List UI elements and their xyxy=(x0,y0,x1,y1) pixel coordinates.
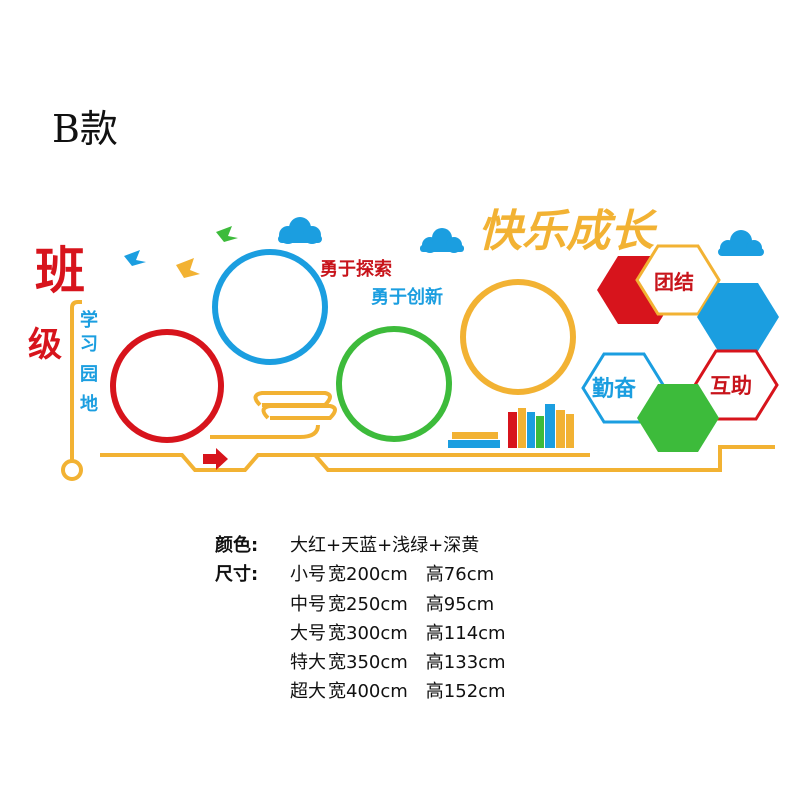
hex-tuanjie xyxy=(635,244,721,316)
bird-icon xyxy=(176,258,200,278)
size-width: 宽300cm xyxy=(328,623,408,644)
size-row: 超大宽400cm 高152cm xyxy=(290,677,506,703)
subtitle-char-2: 习 xyxy=(80,334,98,355)
cloud-icon xyxy=(420,228,464,253)
hex-blue xyxy=(697,283,779,351)
size-name: 中号 xyxy=(290,594,326,615)
size-width: 宽350cm xyxy=(328,652,408,673)
size-row: 中号宽250cm 高95cm xyxy=(290,590,494,616)
wall-title-char-2: 级 xyxy=(28,325,62,365)
size-row: 特大宽350cm 高133cm xyxy=(290,648,506,674)
size-height: 高114cm xyxy=(425,623,506,644)
hex-label-huzhu: 互助 xyxy=(710,374,752,398)
size-height: 高95cm xyxy=(425,594,495,615)
frame-circle-green xyxy=(336,326,452,442)
yellow-track-lines xyxy=(70,300,775,472)
frame-circle-blue xyxy=(212,249,328,365)
track-end-circle xyxy=(61,459,83,481)
cloud-icon xyxy=(718,230,764,256)
size-name: 大号 xyxy=(290,623,326,644)
cloud-icon xyxy=(278,217,322,244)
hexagon-cluster xyxy=(581,244,779,452)
phrase-explore: 勇于探索 xyxy=(320,258,392,280)
subtitle-char-4: 地 xyxy=(80,393,98,415)
size-label: 尺寸: xyxy=(215,564,259,585)
color-label: 颜色: xyxy=(215,535,259,556)
frame-circle-yellow xyxy=(460,279,576,395)
size-name: 特大 xyxy=(290,652,326,673)
headline: 快乐成长 xyxy=(478,206,658,257)
arrow-icon xyxy=(203,448,228,470)
bird-icons xyxy=(124,226,238,278)
size-row: 小号宽200cm 高76cm xyxy=(290,560,494,586)
size-name: 小号 xyxy=(290,564,326,585)
size-row: 大号宽300cm 高114cm xyxy=(290,619,506,645)
size-name: 超大 xyxy=(290,681,326,702)
color-value: 大红+天蓝+浅绿+深黄 xyxy=(290,535,480,556)
variant-title: B款 xyxy=(52,107,118,151)
hex-label-qinfen: 勤奋 xyxy=(592,376,637,402)
subtitle-char-3: 园 xyxy=(80,364,98,385)
phrase-innovate: 勇于创新 xyxy=(371,286,443,308)
hex-green xyxy=(637,384,719,452)
frame-circle-red xyxy=(110,329,224,443)
books-icon xyxy=(448,404,574,448)
subtitle-char-1: 学 xyxy=(80,309,98,331)
size-width: 宽250cm xyxy=(328,594,408,615)
cloud-icons xyxy=(278,217,764,256)
size-height: 高76cm xyxy=(425,564,495,585)
bird-icon xyxy=(216,226,238,242)
size-width: 宽400cm xyxy=(328,681,408,702)
size-width: 宽200cm xyxy=(328,564,408,585)
size-height: 高133cm xyxy=(425,652,506,673)
hex-label-tuanjie: 团结 xyxy=(654,270,694,294)
wall-title-char-1: 班 xyxy=(35,242,85,300)
bird-icon xyxy=(124,250,146,266)
size-height: 高152cm xyxy=(425,681,506,702)
